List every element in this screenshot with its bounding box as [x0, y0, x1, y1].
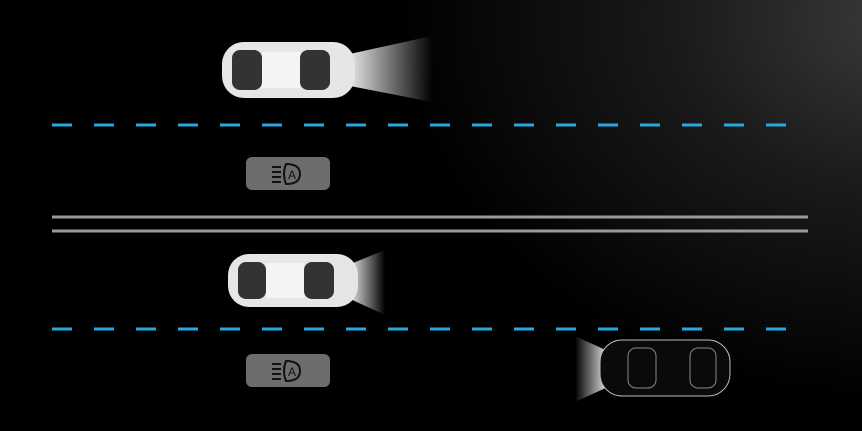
svg-text:A: A	[288, 365, 296, 379]
car-middle	[228, 254, 358, 307]
svg-text:A: A	[288, 168, 296, 182]
auto-high-beam-indicator-top: A	[246, 157, 330, 190]
oncoming-car	[599, 339, 731, 397]
oncoming-beam	[575, 336, 610, 402]
auto-high-beam-indicator-bottom: A	[246, 354, 330, 387]
high-beam-top	[345, 36, 432, 102]
low-beam-middle	[348, 250, 385, 315]
car-top	[222, 42, 355, 98]
auto-high-beam-icon: A	[272, 162, 302, 186]
auto-high-beam-icon: A	[272, 359, 302, 383]
